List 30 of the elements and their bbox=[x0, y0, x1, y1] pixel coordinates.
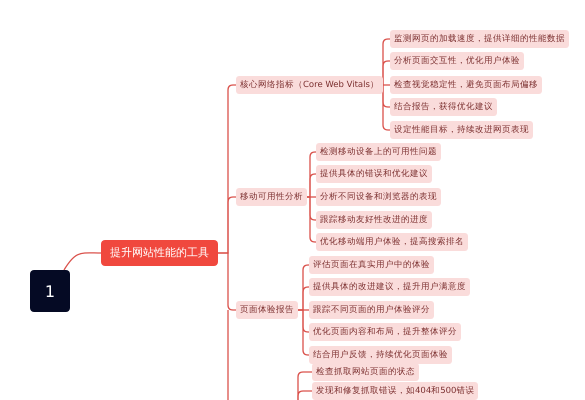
connector-line bbox=[63, 252, 101, 270]
leaf-box: 评估页面在真实用户中的体验 bbox=[309, 256, 434, 274]
topic-box: 提升网站性能的工具 bbox=[101, 240, 218, 266]
leaf-box: 提供具体的改进建议，提升用户满意度 bbox=[309, 278, 470, 296]
branch-box: 页面体验报告 bbox=[236, 301, 298, 319]
leaf-box: 分析页面交互性，优化用户体验 bbox=[390, 52, 524, 70]
root-box: 1 bbox=[30, 270, 70, 312]
branch-box: 移动可用性分析 bbox=[236, 188, 307, 206]
connector-line bbox=[382, 84, 390, 131]
connector-line bbox=[382, 60, 390, 86]
leaf-box: 发现和修复抓取错误，如404和500错误 bbox=[312, 382, 478, 400]
leaf-box: 结合报告，获得优化建议 bbox=[390, 98, 497, 116]
leaf-box: 提供具体的错误和优化建议 bbox=[316, 165, 432, 183]
connector-line bbox=[218, 252, 236, 311]
leaf-box: 分析不同设备和浏览器的表现 bbox=[316, 188, 441, 206]
leaf-box: 优化移动端用户体验，提高搜索排名 bbox=[316, 233, 468, 251]
leaf-box: 跟踪不同页面的用户体验评分 bbox=[309, 301, 434, 319]
connector-line bbox=[307, 196, 316, 243]
leaf-box: 跟踪移动友好性改进的进度 bbox=[316, 211, 432, 229]
leaf-box: 检查视觉稳定性，避免页面布局偏移 bbox=[390, 76, 542, 94]
branch-box: 核心网络指标（Core Web Vitals） bbox=[236, 76, 383, 94]
leaf-box: 检测移动设备上的可用性问题 bbox=[316, 143, 441, 161]
leaf-box: 监测网页的加载速度，提供详细的性能数据 bbox=[390, 30, 569, 48]
leaf-box: 设定性能目标，持续改进网页表现 bbox=[390, 121, 533, 139]
leaf-box: 优化页面内容和布局，提升整体评分 bbox=[309, 323, 461, 341]
connector-line bbox=[297, 390, 312, 400]
connector-line bbox=[307, 173, 316, 198]
connector-line bbox=[298, 309, 309, 356]
leaf-box: 结合用户反馈，持续优化页面体验 bbox=[309, 346, 452, 364]
leaf-box: 检查抓取网站页面的状态 bbox=[312, 363, 419, 381]
